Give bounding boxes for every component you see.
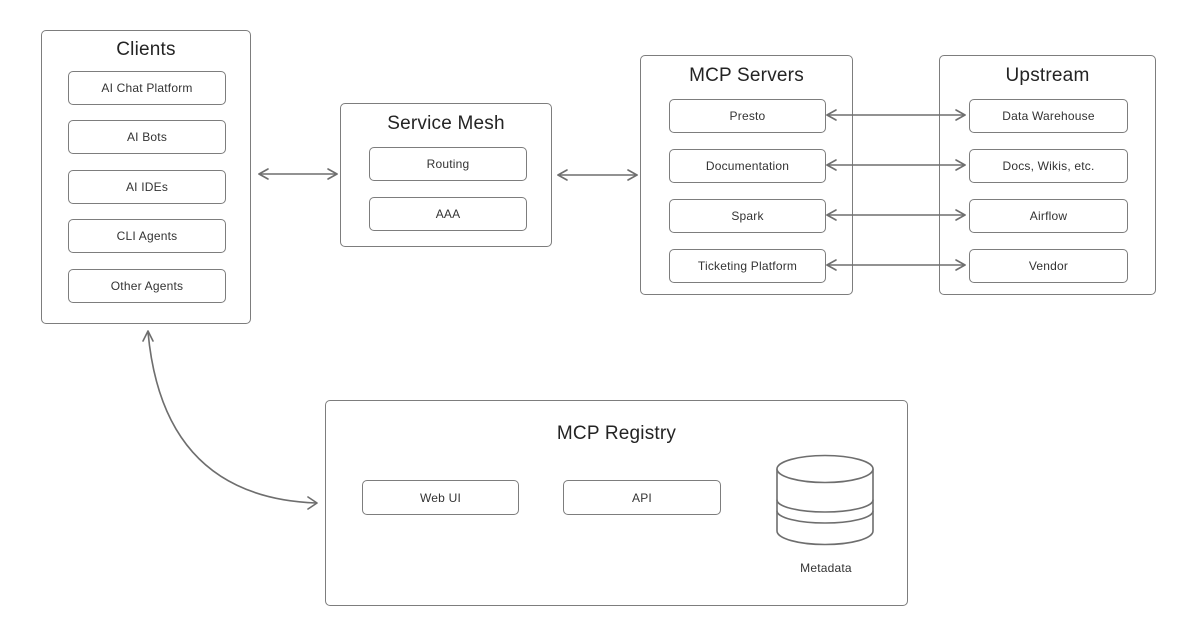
node-vendor: Vendor xyxy=(969,249,1128,283)
connector-clients-service-mesh xyxy=(258,168,338,180)
node-ai-bots: AI Bots xyxy=(68,120,226,154)
node-data-warehouse: Data Warehouse xyxy=(969,99,1128,133)
group-upstream: Upstream Data Warehouse Docs, Wikis, etc… xyxy=(939,55,1156,295)
group-title-mcp-servers: MCP Servers xyxy=(689,65,804,86)
group-title-clients: Clients xyxy=(116,39,176,60)
node-other-agents: Other Agents xyxy=(68,269,226,303)
node-ai-chat-platform: AI Chat Platform xyxy=(68,71,226,105)
node-spark: Spark xyxy=(669,199,826,233)
connector-clients-mcp-registry xyxy=(142,330,318,510)
group-title-upstream: Upstream xyxy=(1005,65,1090,86)
node-cli-agents: CLI Agents xyxy=(68,219,226,253)
connector-service-mesh-mcp-servers xyxy=(557,169,638,181)
node-ticketing-platform: Ticketing Platform xyxy=(669,249,826,283)
node-airflow: Airflow xyxy=(969,199,1128,233)
node-aaa: AAA xyxy=(369,197,527,231)
node-web-ui: Web UI xyxy=(362,480,519,515)
group-service-mesh: Service Mesh Routing AAA xyxy=(340,103,552,247)
node-documentation: Documentation xyxy=(669,149,826,183)
node-routing: Routing xyxy=(369,147,527,181)
node-docs-wikis-etc: Docs, Wikis, etc. xyxy=(969,149,1128,183)
node-api: API xyxy=(563,480,721,515)
group-mcp-registry: MCP Registry Web UI API Metadata xyxy=(325,400,908,606)
node-ai-ides: AI IDEs xyxy=(68,170,226,204)
node-presto: Presto xyxy=(669,99,826,133)
metadata-label: Metadata xyxy=(800,561,852,575)
group-title-service-mesh: Service Mesh xyxy=(387,113,505,134)
group-clients: Clients AI Chat Platform AI Bots AI IDEs… xyxy=(41,30,251,324)
group-mcp-servers: MCP Servers Presto Documentation Spark T… xyxy=(640,55,853,295)
group-title-mcp-registry: MCP Registry xyxy=(556,423,677,444)
